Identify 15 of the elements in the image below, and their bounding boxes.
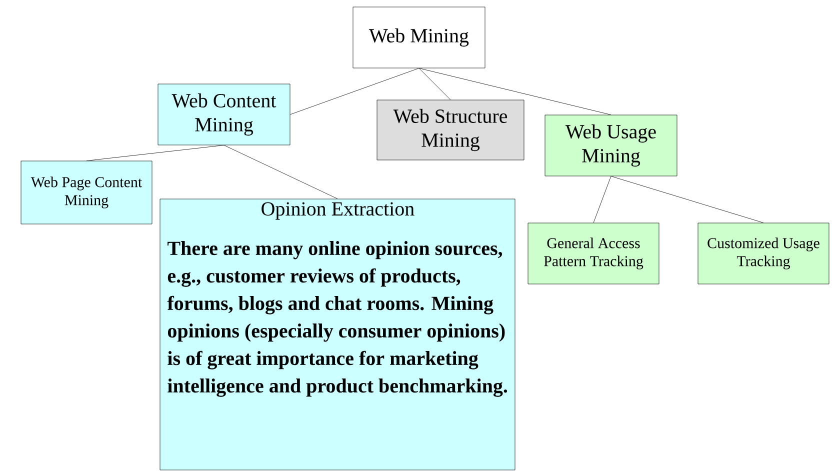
root-box: Web Mining	[352, 6, 486, 68]
connector-line	[593, 176, 612, 223]
category-box: Web Structure Mining	[376, 100, 524, 160]
connector-line	[418, 68, 451, 100]
subcategory-box: Web Page Content Mining	[20, 160, 152, 224]
category-box: Web Usage Mining	[544, 114, 678, 176]
connector-line	[418, 68, 612, 115]
connector-line	[610, 176, 764, 223]
connector-line	[224, 145, 338, 199]
connector-line	[290, 68, 420, 115]
subcategory-box: Customized Usage Tracking	[698, 222, 830, 284]
category-box: Web Content Mining	[158, 84, 290, 146]
subcategory-box: General Access Pattern Tracking	[528, 222, 660, 284]
connector-line	[86, 145, 224, 161]
text-box: Opinion Extraction There are many online opinion sources, e.g., customer reviews of products, forums, blogs and chat rooms. Mining opinions (especially consumer opinions) is of great importance for marketing intelligence and product benchmarking.	[160, 198, 516, 470]
